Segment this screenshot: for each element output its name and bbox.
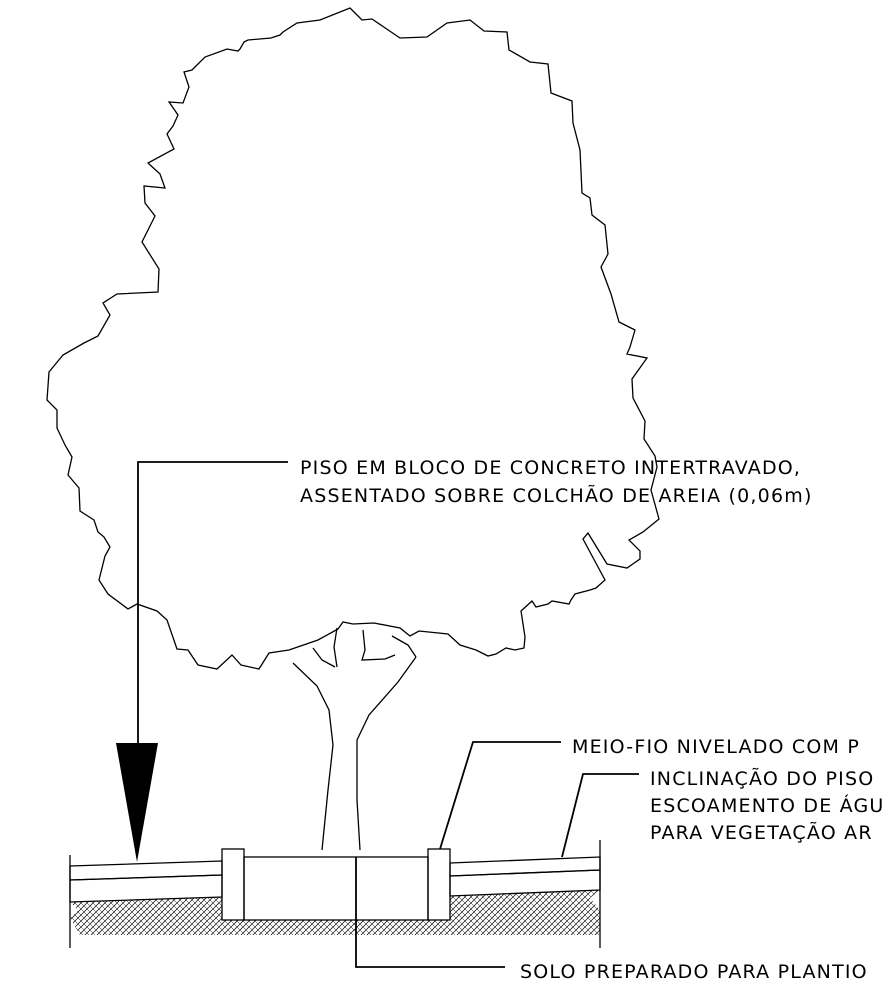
right-curb bbox=[427, 848, 451, 921]
slope-label-line3: PARA VEGETAÇÃO AR bbox=[650, 821, 873, 844]
soil-label: SOLO PREPARADO PARA PLANTIO bbox=[520, 961, 868, 983]
tree-canopy bbox=[46, 7, 660, 670]
base-soil bbox=[195, 920, 480, 935]
slope-label-line1: INCLINAÇÃO DO PISO bbox=[650, 767, 874, 790]
tree-trunk bbox=[292, 627, 417, 851]
left-curb bbox=[221, 848, 245, 921]
curb-leader bbox=[439, 741, 561, 850]
soil-leader bbox=[355, 857, 505, 968]
planting-pit bbox=[243, 856, 429, 921]
paving-label-line2: ASSENTADO SOBRE COLCHÃO DE AREIA (0,06m) bbox=[300, 484, 813, 507]
paving-label-line1: PISO EM BLOCO DE CONCRETO INTERTRAVADO, bbox=[300, 457, 801, 479]
paving-leader bbox=[116, 461, 288, 862]
slope-leader bbox=[561, 773, 639, 858]
curb-label: MEIO-FIO NIVELADO COM P bbox=[572, 736, 860, 758]
left-pavement bbox=[69, 855, 223, 948]
slope-label-line2: ESCOAMENTO DE ÁGU bbox=[650, 794, 885, 817]
